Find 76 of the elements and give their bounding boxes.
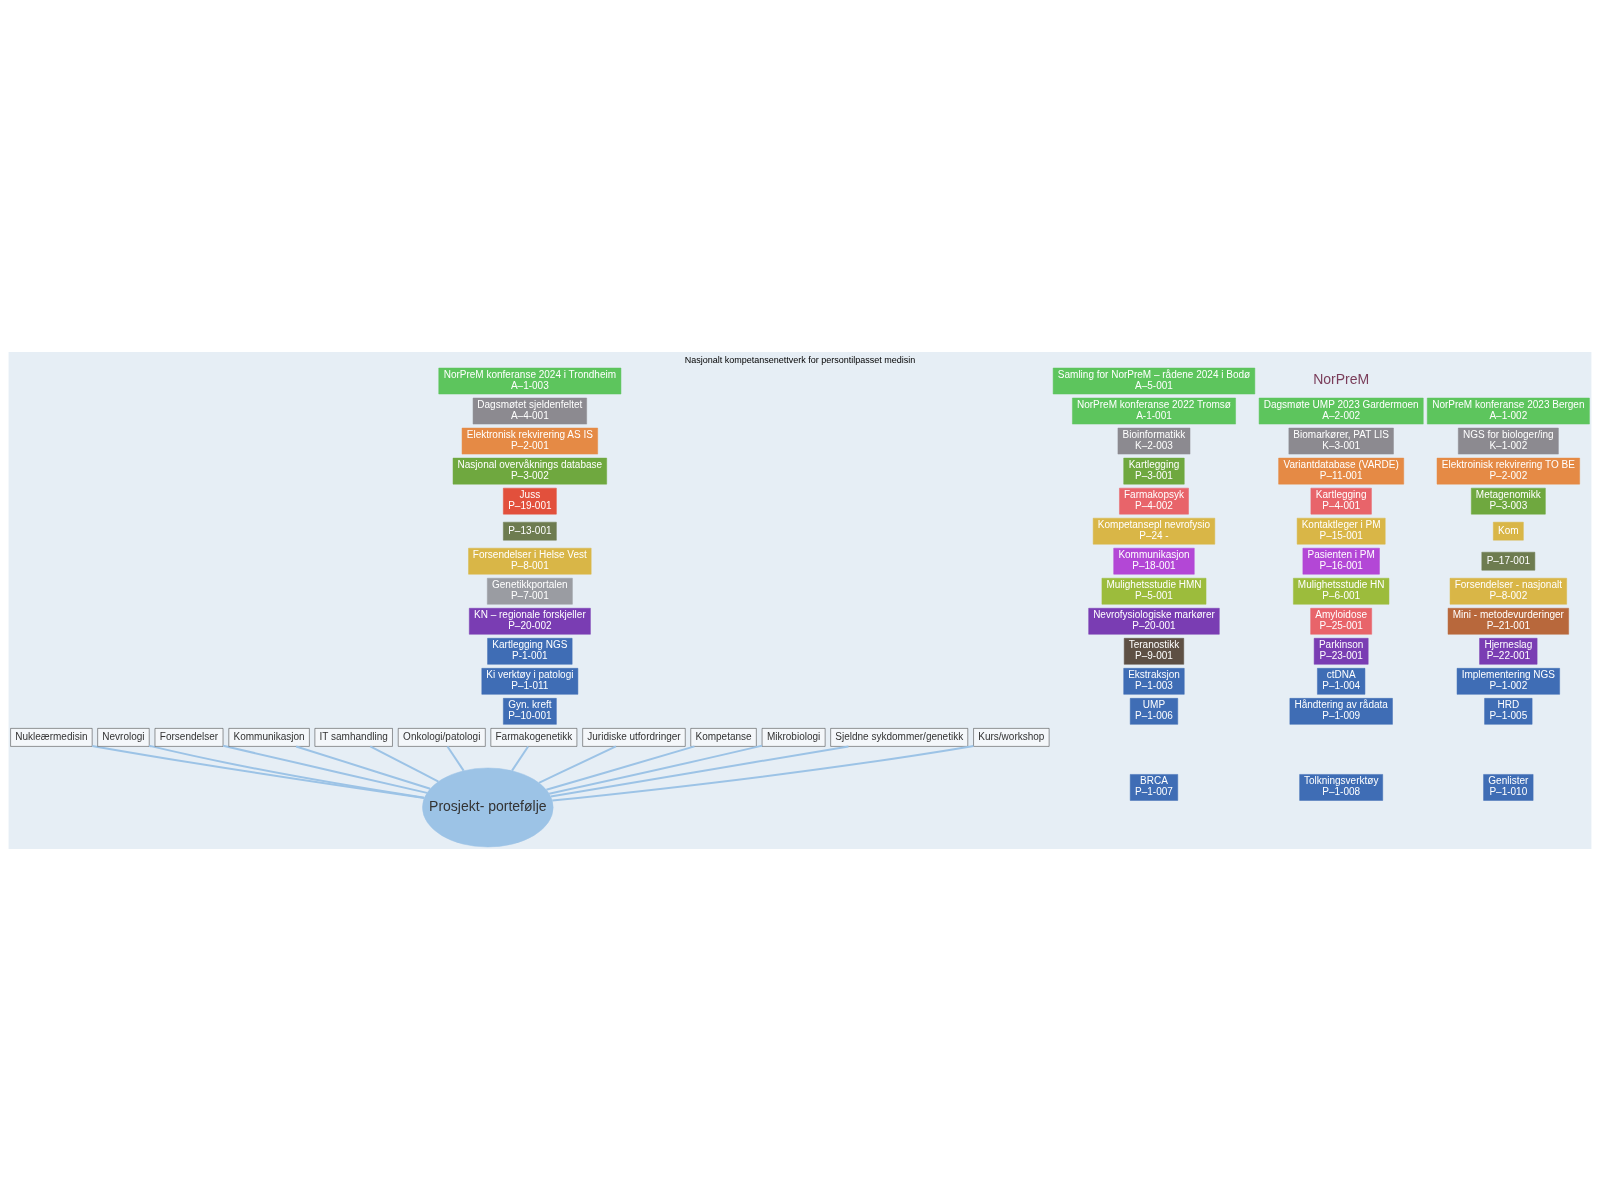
node-box: Kommunikasjon P–18-001 [1113,547,1195,574]
node-box: Farmakogenetikk [490,727,578,747]
connector [551,744,975,802]
node-box: Bioinformatikk K–2-003 [1117,427,1191,454]
node-box: Kartlegging NGS P-1-001 [487,637,573,665]
node-box: KN – regionale forskjeller P–20-002 [469,607,591,635]
node-box: Samling for NorPreM – rådene 2024 i Bodø A–5-001 [1052,367,1256,394]
connector [369,744,440,783]
node-box: Genlister P–1-010 [1483,773,1534,801]
node-box: BRCA P–1-007 [1129,773,1178,801]
connector [91,744,426,799]
connector [545,744,696,791]
connector [549,744,850,797]
node-box: Kartlegging P–4-001 [1310,487,1372,514]
label: NorPreM [1313,370,1370,387]
node-box: Tolkningsverktøy P–1-008 [1299,773,1383,801]
connector [511,745,530,772]
node-box: Elektroinisk rekvirering TO BE P–2-002 [1436,457,1580,484]
node-box: NorPreM konferanse 2022 Tromsø A-1-001 [1072,397,1236,424]
connector [548,744,763,795]
node-box: Amyloidose P–25-001 [1310,607,1372,635]
node-box: Mini - metodevurderinger P–21-001 [1447,607,1569,635]
node-box: Teranostikk P–9-001 [1123,637,1184,665]
node-box: Håndtering av rådata P–1-009 [1289,697,1393,725]
node-box: Pasienten i PM P–16-001 [1302,547,1380,574]
node-box: NGS for biologer/ing K–1-002 [1458,427,1559,454]
node-box: Gyn. kreft P–10-001 [503,697,557,725]
node-box: Forsendelser i Helse Vest P–8-001 [468,547,592,574]
node-box: Farmakopsyk P–4-002 [1119,487,1189,514]
node-box: UMP P–1-006 [1129,697,1178,725]
node-box: Forsendelser - nasjonalt P–8-002 [1449,577,1567,604]
node-box: Kom [1493,521,1524,540]
node-box: Hjerneslag P–22-001 [1479,637,1538,665]
node-box: Sjeldne sykdommer/genetikk [830,727,969,747]
node-box: Nevrologi [97,727,150,747]
node-box: Kartlegging P–3-001 [1123,457,1185,484]
node-box: Metagenomikk P–3-003 [1471,487,1546,514]
node-box: Kontaktleger i PM P–15-001 [1296,517,1386,544]
node-box: Dagsmøte UMP 2023 Gardermoen A–2-002 [1258,397,1424,424]
node-box: Mikrobiologi [761,727,826,747]
node-box: Dagsmøtet sjeldenfeltet A–4-001 [472,397,587,424]
connector [446,745,465,772]
node-box: Kommunikasjon [228,727,310,747]
node-box: Onkologi/patologi [397,727,486,747]
node-box: Implementering NGS P–1-002 [1456,667,1560,695]
node-box: Juss P–19-001 [503,487,557,514]
node-box: NorPreM konferanse 2023 Bergen A–1-002 [1427,397,1590,424]
diagram-title: Nasjonalt kompetansenettverk for persontilpasset medisin [684,354,916,365]
node-box: Nevrofysiologiske markører P–20-001 [1088,607,1220,635]
node-ellipse: Prosjekt- portefølje [422,767,554,847]
node-box: Parkinson P–23-001 [1313,637,1369,665]
node-box: Juridiske utfordringer [582,727,686,747]
node-box: Elektronisk rekvirering AS IS P–2-001 [461,427,598,454]
node-box: NorPreM konferanse 2024 i Trondheim A–1-003 [438,367,622,394]
connector [148,744,426,799]
node-box: Kompetansepl nevrofysio P–24 - [1092,517,1216,544]
node-box: Mulighetsstudie HN P–6-001 [1293,577,1390,604]
node-box: Kurs/workshop [973,727,1050,747]
node-box: Nukleærmedisin [10,727,93,747]
node-box: Mulighetsstudie HMN P–5-001 [1101,577,1207,604]
node-box: Ki verktøy i patologi P–1-011 [481,667,579,695]
node-box: P–17-001 [1481,551,1536,570]
node-box: HRD P–1-005 [1484,697,1533,725]
node-box: ctDNA P–1-004 [1317,667,1366,695]
node-box: Ekstraksjon P–1-003 [1123,667,1185,695]
connector [295,744,432,790]
node-box: Variantdatabase (VARDE) P–11-001 [1278,457,1404,484]
node-box: P–13-001 [503,521,557,540]
connector [537,744,617,784]
node-box: IT samhandling [314,727,393,747]
connector [222,744,428,794]
node-box: Genetikkportalen P–7-001 [487,577,573,604]
node-box: Kompetanse [690,727,757,747]
node-box: Biomarkører, PAT LIS K–3-001 [1288,427,1394,454]
node-box: Forsendelser [154,727,224,747]
node-box: Nasjonal overvåknings database P–3-002 [452,457,607,484]
